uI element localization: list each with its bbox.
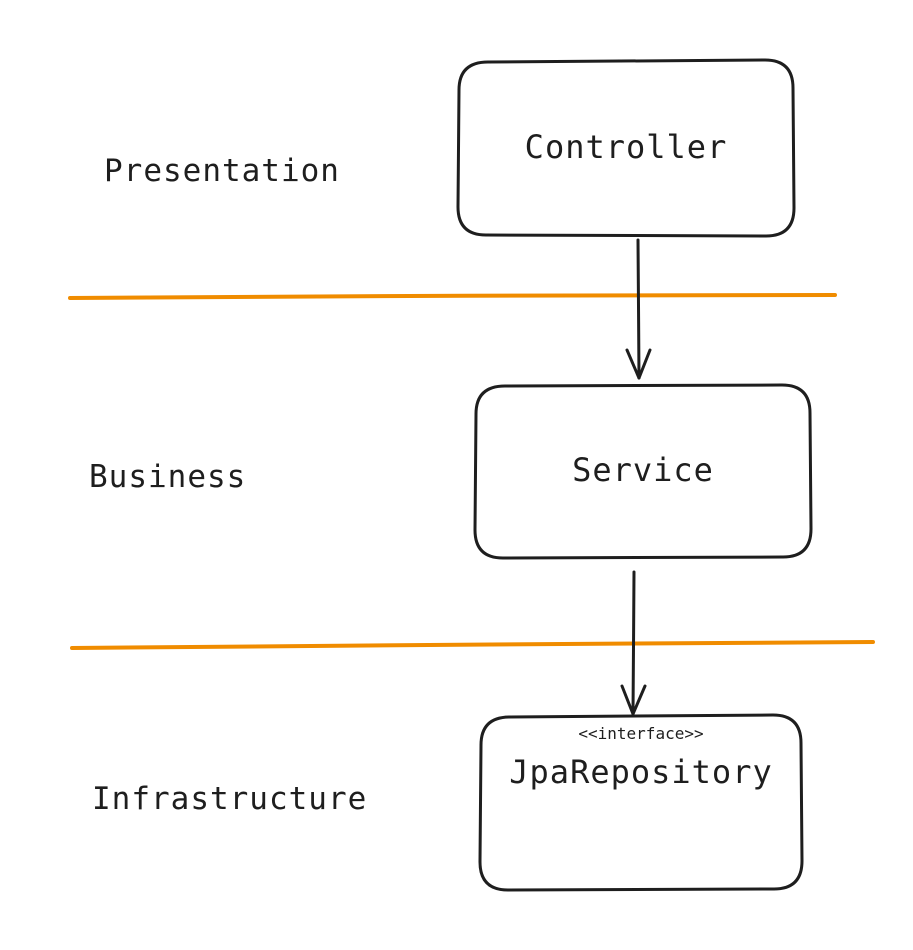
interface-stereotype: <<interface>> [578, 724, 704, 743]
layer-label-infrastructure: Infrastructure [92, 781, 368, 817]
divider-presentation-business [68, 293, 837, 300]
service-title: Service [572, 451, 714, 490]
jparepository-title: JpaRepository [509, 752, 773, 791]
service-component: Service [475, 386, 811, 556]
jparepository-component: <<interface>> JpaRepository [480, 725, 802, 845]
jparepository-box [478, 713, 804, 892]
layer-label-business: Business [89, 459, 247, 495]
divider-business-infrastructure [70, 640, 875, 650]
controller-box [456, 58, 796, 238]
arrow-service-to-jparepository [620, 570, 647, 716]
controller-title: Controller [524, 128, 728, 167]
arrow-controller-to-service [625, 238, 652, 380]
service-box [473, 383, 813, 560]
controller-component: Controller [458, 62, 794, 234]
layer-label-presentation: Presentation [104, 153, 340, 189]
